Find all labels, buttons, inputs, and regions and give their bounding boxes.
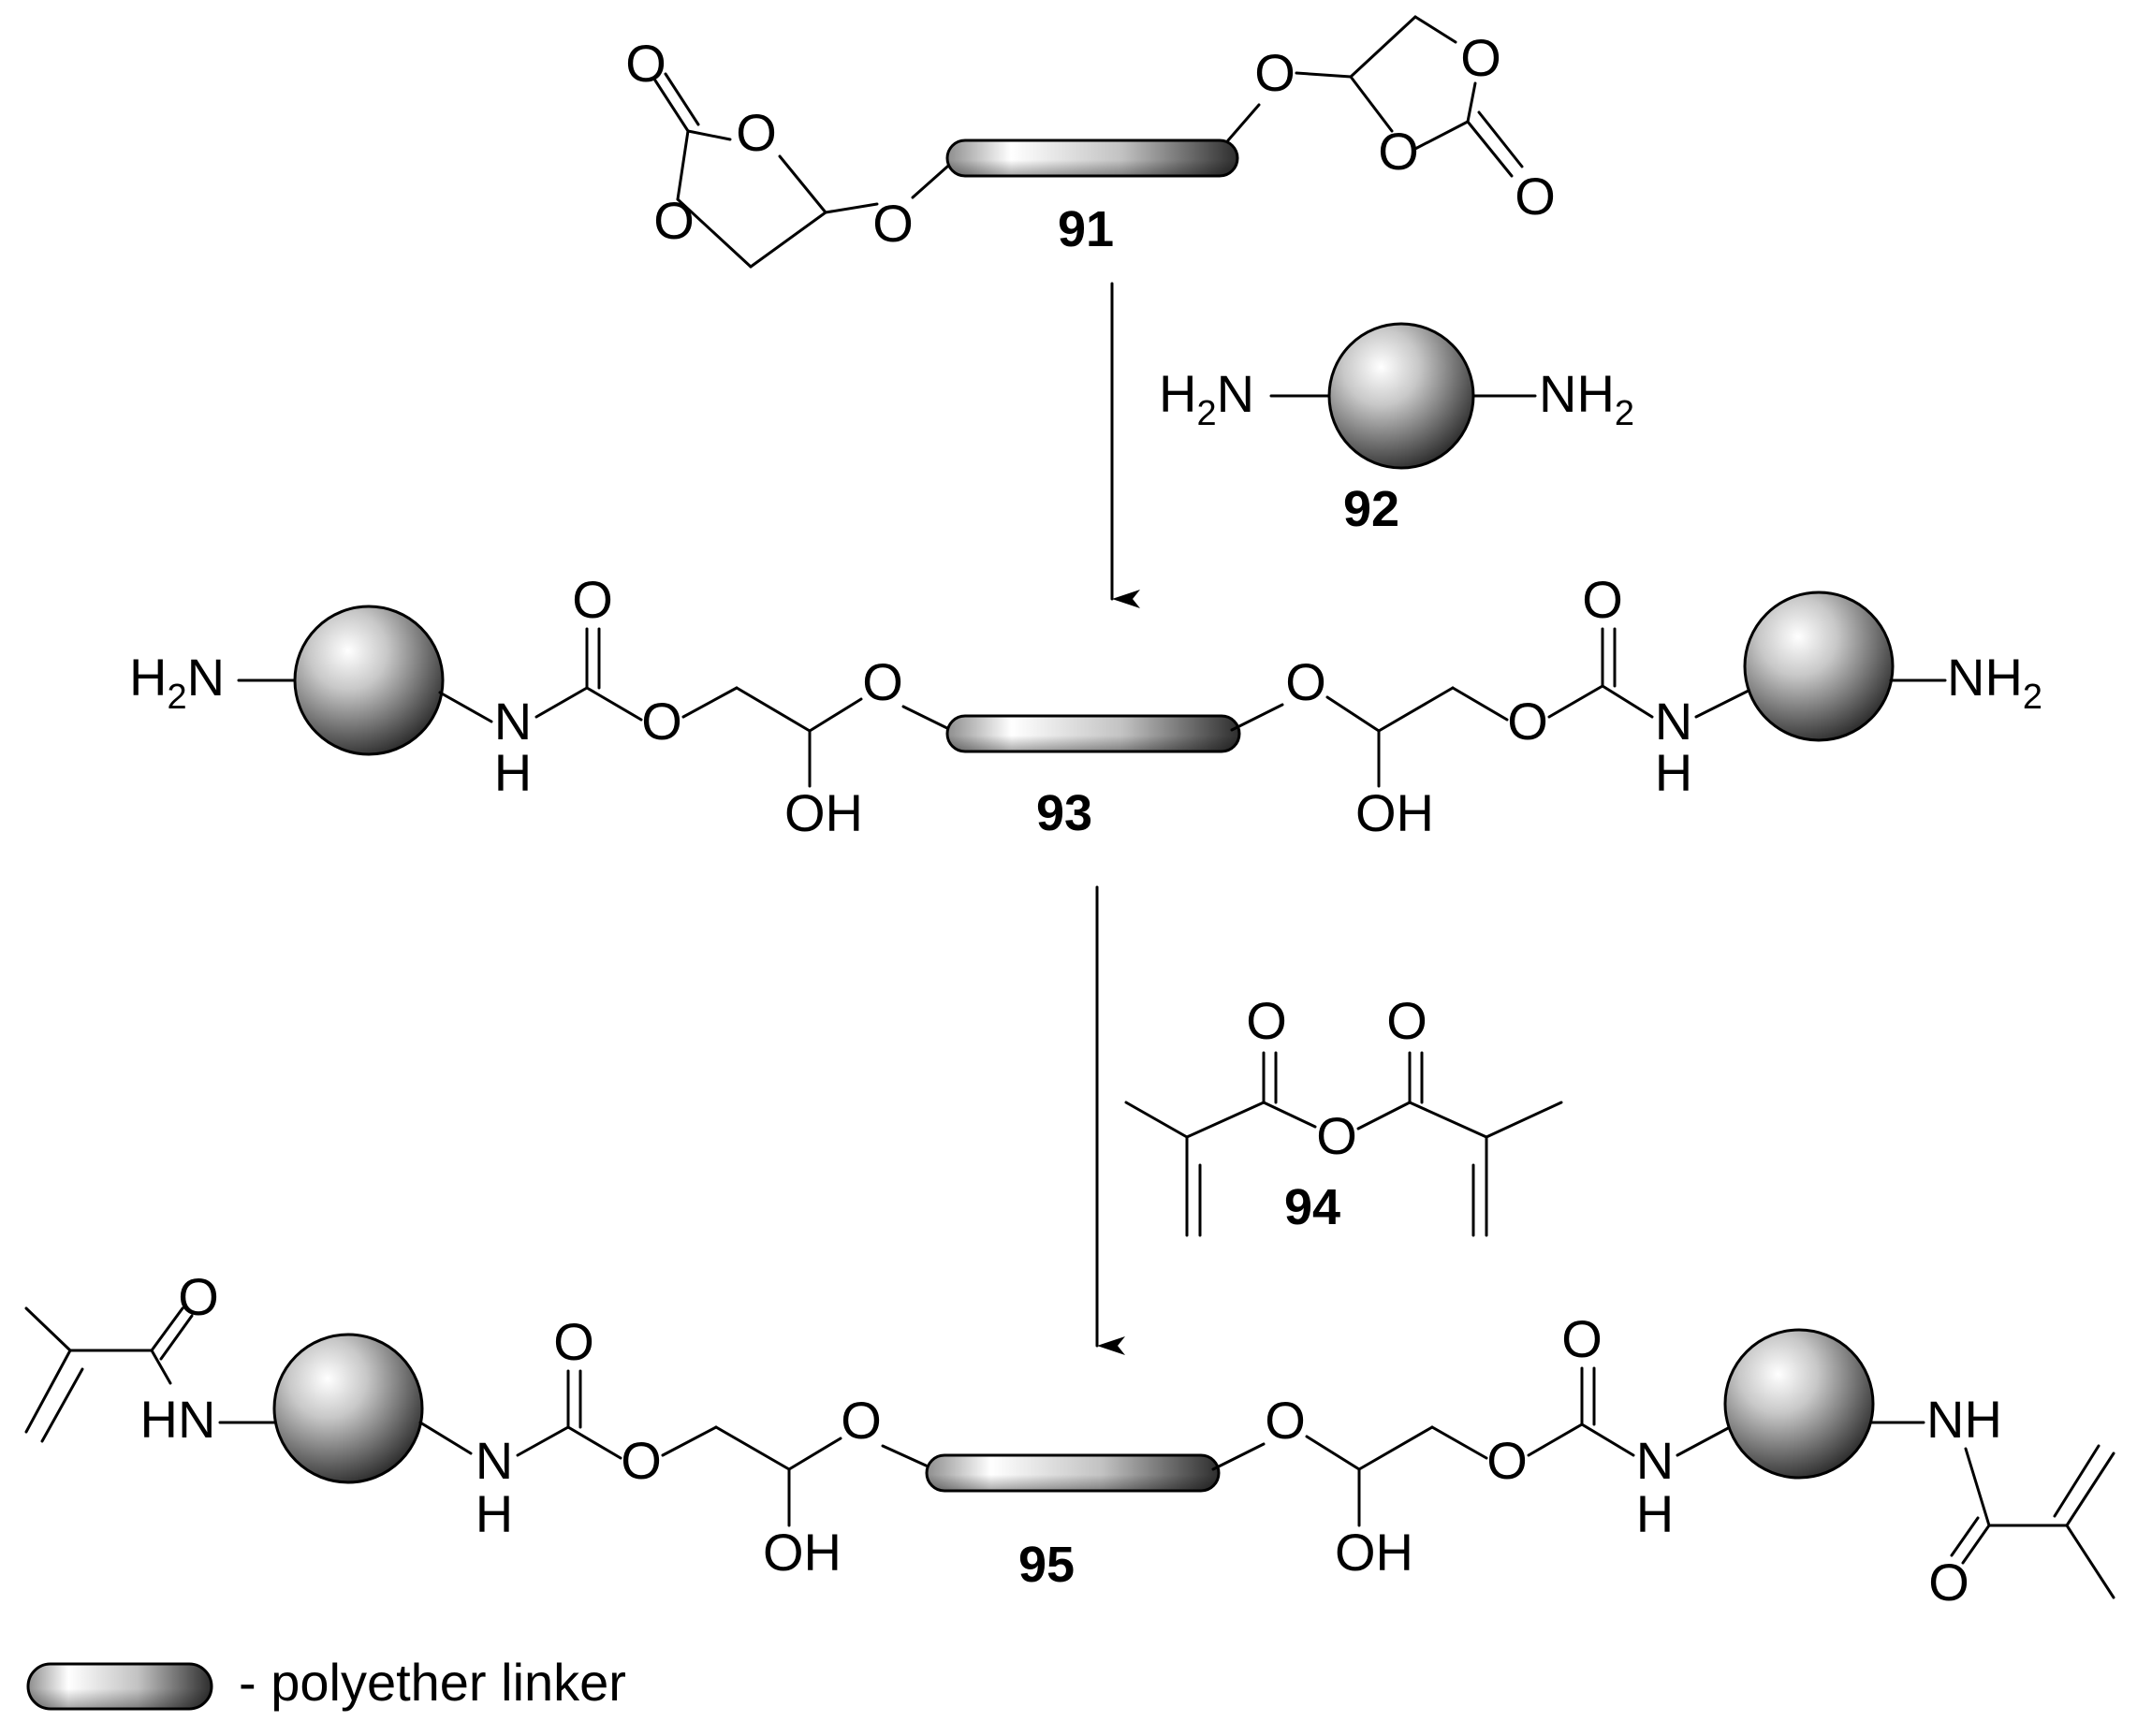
nh-n-label: N bbox=[1655, 692, 1692, 751]
compound-92: H2N NH2 92 bbox=[1159, 322, 1634, 537]
diamine-core-sphere bbox=[293, 605, 445, 756]
right-carbonate-ring bbox=[1295, 15, 1524, 178]
legend-linker-swatch bbox=[26, 1662, 213, 1711]
polyether-linker-rod bbox=[925, 1453, 1221, 1493]
nh2-label: NH2 bbox=[1539, 364, 1634, 433]
nh-h-label: H bbox=[1636, 1484, 1674, 1543]
nh2-label: NH2 bbox=[1947, 648, 2042, 717]
ether-o-label: O bbox=[841, 1391, 882, 1450]
ether-o-label: O bbox=[872, 194, 914, 253]
ester-o-label: O bbox=[641, 692, 682, 751]
left-carbonate-ring bbox=[653, 72, 879, 269]
carbonyl-o-label: O bbox=[625, 34, 666, 93]
diamine-core-sphere bbox=[1743, 591, 1895, 742]
carbonyl-o-label: O bbox=[1582, 570, 1623, 629]
nh-h-label: H bbox=[1655, 743, 1692, 802]
compound-number-91: 91 bbox=[1058, 201, 1114, 257]
carbonyl-o-label: O bbox=[572, 570, 613, 629]
compound-number-92: 92 bbox=[1343, 481, 1399, 537]
carbonyl-o-label: O bbox=[1561, 1309, 1603, 1368]
carbonyl-o-label: O bbox=[1246, 991, 1287, 1050]
nh-n-label: N bbox=[494, 692, 532, 751]
diamine-core-sphere bbox=[1327, 322, 1475, 470]
diamine-core-sphere bbox=[272, 1333, 424, 1484]
polyether-linker-rod bbox=[945, 139, 1239, 178]
compound-91: O O O O O O O O 91 bbox=[625, 15, 1556, 269]
nh-h-label: H bbox=[476, 1484, 513, 1543]
compound-93: H2N N H O O OH O O OH O O bbox=[129, 570, 2042, 842]
n-label: N bbox=[1217, 364, 1254, 423]
carbonyl-o-label: O bbox=[1515, 167, 1556, 226]
ether-o-label: O bbox=[1265, 1391, 1306, 1450]
carbonyl-o-label: O bbox=[1928, 1553, 1969, 1612]
compound-number-94: 94 bbox=[1284, 1179, 1340, 1235]
legend-label: - polyether linker bbox=[239, 1653, 626, 1712]
ring-o-label: O bbox=[1460, 28, 1501, 87]
ester-o-label: O bbox=[1486, 1431, 1528, 1490]
ester-o-label: O bbox=[1507, 692, 1548, 751]
hydroxyl-label: OH bbox=[1355, 783, 1434, 842]
polyether-linker-rod bbox=[945, 714, 1241, 753]
ring-o-label: O bbox=[1378, 122, 1419, 181]
compound-94: O O O 94 bbox=[1124, 991, 1563, 1237]
carbonyl-o-label: O bbox=[1386, 991, 1427, 1050]
ether-o-label: O bbox=[862, 652, 903, 711]
amide-hn-label: HN bbox=[140, 1390, 216, 1449]
anhydride-o-label: O bbox=[1316, 1106, 1357, 1165]
carbonyl-o-label: O bbox=[178, 1267, 219, 1326]
subscript-2: 2 bbox=[1196, 394, 1216, 433]
h2n-label: H2N bbox=[1159, 364, 1254, 433]
ring-o-label: O bbox=[653, 191, 695, 250]
hydroxyl-label: OH bbox=[1335, 1523, 1413, 1582]
legend: - polyether linker bbox=[26, 1653, 626, 1712]
hydroxyl-label: OH bbox=[763, 1523, 842, 1582]
nh-n-label: N bbox=[476, 1431, 513, 1490]
compound-number-93: 93 bbox=[1036, 785, 1092, 841]
diamine-core-sphere bbox=[1723, 1328, 1875, 1480]
carbonyl-o-label: O bbox=[553, 1312, 594, 1371]
ether-o-label: O bbox=[1254, 43, 1295, 102]
compound-number-95: 95 bbox=[1018, 1537, 1075, 1593]
ester-o-label: O bbox=[621, 1431, 662, 1490]
nh-h-label: H bbox=[494, 743, 532, 802]
hydroxyl-label: OH bbox=[784, 783, 863, 842]
compound-95: O HN N H O O OH O O OH O bbox=[24, 1267, 2115, 1612]
h2n-label: H2N bbox=[129, 648, 225, 717]
ether-o-label: O bbox=[1285, 652, 1326, 711]
ring-o-label: O bbox=[736, 103, 777, 162]
h-label: H bbox=[1159, 364, 1196, 423]
nh-n-label: N bbox=[1636, 1431, 1674, 1490]
amide-nh-label: NH bbox=[1926, 1390, 2002, 1449]
